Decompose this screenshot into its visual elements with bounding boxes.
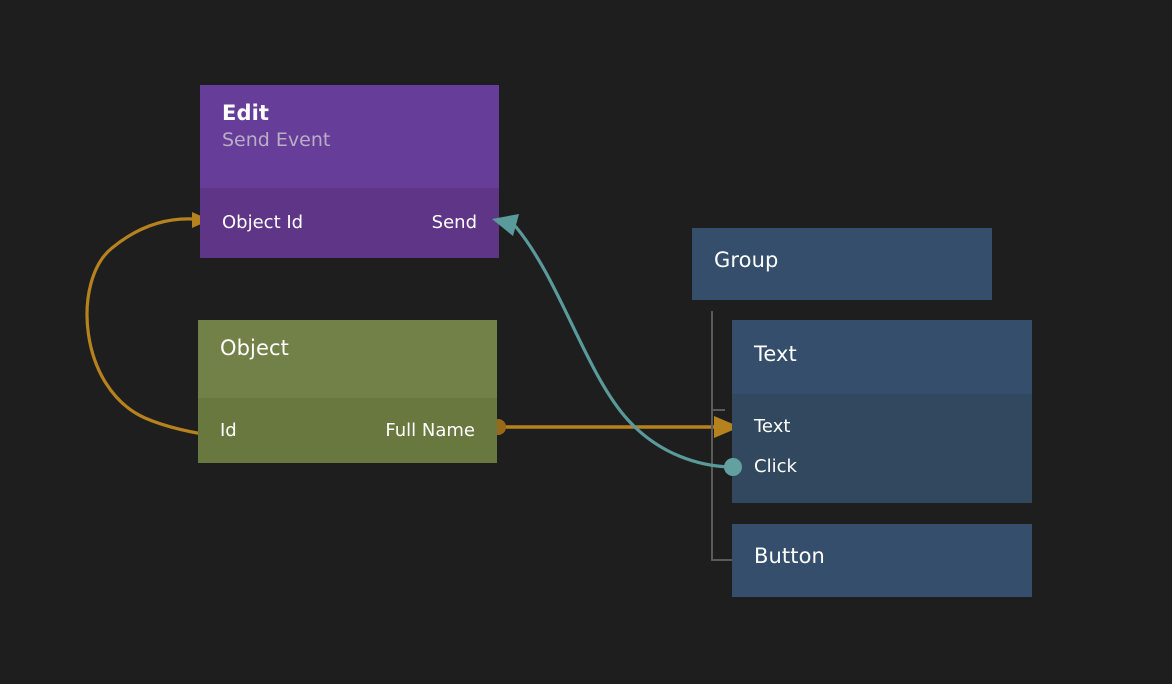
node-group[interactable]: Group — [692, 228, 992, 300]
node-object-title: Object — [220, 336, 289, 360]
port-label-id[interactable]: Id — [220, 419, 237, 441]
node-edit-header[interactable]: Edit Send Event — [200, 85, 499, 188]
port-label-click[interactable]: Click — [754, 456, 797, 477]
port-label-send[interactable]: Send — [431, 212, 477, 233]
port-label-text-input[interactable]: Text — [754, 416, 791, 437]
node-text-title: Text — [754, 342, 797, 366]
node-text-header[interactable]: Text — [732, 320, 1032, 394]
node-edit-body: Object Id Send — [200, 188, 499, 258]
node-object-header[interactable]: Object — [198, 320, 497, 398]
port-label-object-id[interactable]: Object Id — [222, 212, 304, 233]
node-object-port-row: Id Full Name — [198, 398, 497, 463]
node-object-body: Id Full Name — [198, 398, 497, 463]
tree-connector-trunk — [711, 311, 713, 561]
node-text-port-row-click: Click — [732, 447, 1032, 487]
wire-object-fullname-to-text-text — [490, 416, 740, 438]
node-edit[interactable]: Edit Send Event Object Id Send — [200, 85, 499, 258]
port-label-full-name[interactable]: Full Name — [385, 419, 475, 441]
tree-connector-branch-text — [711, 409, 725, 411]
node-text-port-row-text: Text — [732, 407, 1032, 447]
node-object[interactable]: Object Id Full Name — [198, 320, 497, 463]
node-button-header[interactable]: Button — [732, 524, 1032, 597]
node-edit-port-row: Object Id Send — [200, 188, 499, 258]
node-edit-subtitle: Send Event — [222, 129, 331, 151]
node-button-title: Button — [754, 544, 825, 568]
node-button[interactable]: Button — [732, 524, 1032, 597]
node-text[interactable]: Text Text Click — [732, 320, 1032, 503]
node-group-title: Group — [714, 248, 779, 272]
tree-connector-branch-button — [711, 559, 733, 561]
node-edit-title: Edit — [222, 101, 270, 125]
node-text-body: Text Click — [732, 407, 1032, 503]
node-group-header[interactable]: Group — [692, 228, 992, 300]
